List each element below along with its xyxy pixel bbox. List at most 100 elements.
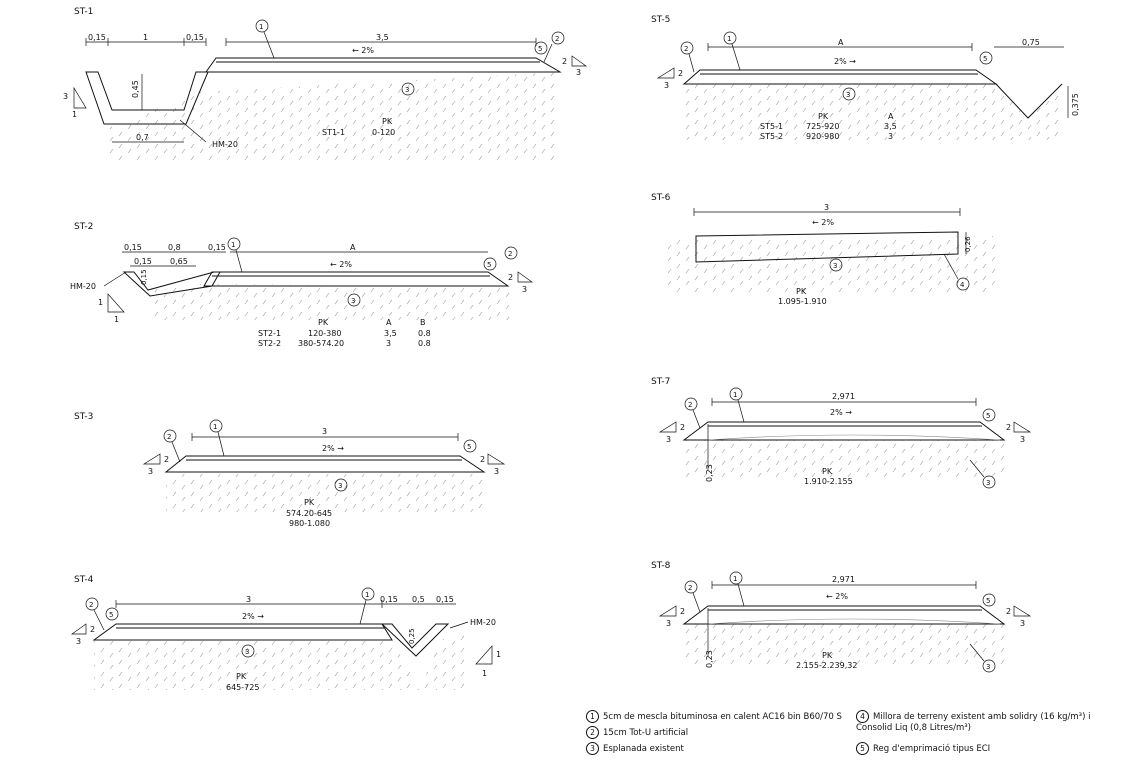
svg-text:2: 2 [562, 57, 567, 66]
st2-dim-1: 0,15 [124, 243, 142, 252]
st3-ratio-left-h: 3 [148, 467, 153, 476]
st1-callout-2: 2 [555, 35, 559, 43]
st5-dim-width: A [838, 38, 844, 47]
st2-dim-3: 0,15 [208, 243, 226, 252]
st4-ratio-left-h: 3 [76, 637, 81, 646]
st7-ratio-left-h: 3 [666, 435, 671, 444]
legend-number-4: 4 [856, 710, 869, 723]
st7-pk-1: 1.910-2.155 [804, 477, 853, 486]
st6-slope: ← 2% [812, 218, 834, 227]
st1-dim-base: 0,7 [136, 133, 149, 142]
st7-pk-header: PK [822, 467, 833, 476]
st4-dim-2: 0,5 [412, 595, 425, 604]
st7-slope: 2% → [830, 408, 852, 417]
st8-slope: ← 2% [826, 592, 848, 601]
st4-dim-1: 0,15 [380, 595, 398, 604]
svg-text:3: 3 [576, 68, 581, 77]
st7-ratio-left-v: 2 [680, 423, 685, 432]
st3-ratio-left-v: 2 [164, 455, 169, 464]
legend-text-4: Millora de terreny existent amb solidry … [856, 712, 1091, 733]
st3-callout-1: 1 [213, 423, 217, 431]
st7-dim-width: 2,971 [832, 392, 855, 401]
st8-ratio-left-h: 3 [666, 619, 671, 628]
st2-callout-3: 3 [351, 297, 355, 305]
st4-callout-2: 2 [89, 601, 93, 609]
st1-slope: ← 2% [352, 46, 374, 55]
section-st5: ST-5 A 0,75 0,375 2% → 2 3 1 2 5 3 PK A … [651, 15, 1080, 141]
st4-slope: 2% → [242, 612, 264, 621]
legend-text-3: Esplanada existent [603, 744, 684, 754]
st2-ratio-left-h: 1 [114, 315, 119, 324]
st8-callout-1: 1 [733, 575, 737, 583]
st2-slope: ← 2% [330, 260, 352, 269]
st5-table-pk: PK [818, 112, 829, 121]
st6-title: ST-6 [651, 193, 671, 203]
st5-row1-id: ST5-1 [760, 122, 783, 131]
st5-dim-ditch: 0,75 [1022, 38, 1040, 47]
st2-callout-5: 5 [487, 261, 491, 269]
st1-dim-2: 1 [143, 33, 148, 42]
st7-ratio-right-h: 3 [1020, 435, 1025, 444]
section-st6: ST-6 3 ← 2% 0,26 3 4 PK 1.095-1.910 [651, 193, 996, 306]
st8-callout-5: 5 [986, 597, 990, 605]
st8-ratio-right-v: 2 [1006, 607, 1011, 616]
st2-dim-2: 0,8 [168, 243, 181, 252]
st3-dim-width: 3 [322, 427, 327, 436]
st3-pk-1: 574.20-645 [286, 509, 332, 518]
st5-row2-a: 3 [888, 132, 893, 141]
st6-callout-3: 3 [833, 262, 837, 270]
st5-slope: 2% → [834, 57, 856, 66]
st8-pk-header: PK [822, 651, 833, 660]
st2-row2-id: ST2-2 [258, 339, 281, 348]
st4-title: ST-4 [74, 575, 94, 585]
st5-callout-1: 1 [727, 35, 731, 43]
st4-material: HM-20 [470, 618, 496, 627]
st5-callout-5: 5 [983, 55, 987, 63]
st7-callout-5: 5 [986, 412, 990, 420]
st1-callout-3: 3 [405, 86, 409, 94]
st5-ratio-left-h: 3 [664, 81, 669, 90]
legend-text-1: 5cm de mescla bituminosa en calent AC16 … [603, 712, 842, 722]
st6-pk-1: 1.095-1.910 [778, 297, 827, 306]
st1-callout-5: 5 [538, 45, 542, 53]
st8-dim-width: 2,971 [832, 575, 855, 584]
st2-title: ST-2 [74, 222, 93, 232]
st1-dim-width: 3,5 [376, 33, 389, 42]
st5-ratio-left-v: 2 [678, 69, 683, 78]
st2-ratio-left-v: 1 [98, 298, 103, 307]
st6-dim-depth: 0,26 [964, 236, 972, 252]
st5-callout-2: 2 [684, 45, 688, 53]
st7-ratio-right-v: 2 [1006, 423, 1011, 432]
st2-table-pk: PK [318, 318, 329, 327]
section-st8: ST-8 2,971 ← 2% 0,23 2 3 2 3 1 2 5 3 PK … [651, 561, 1032, 673]
st1-dim-1: 0,15 [88, 33, 106, 42]
st7-callout-1: 1 [733, 391, 737, 399]
st2-dim-width: A [350, 243, 356, 252]
st1-ratio-v: 3 [63, 92, 68, 101]
st7-title: ST-7 [651, 377, 670, 387]
st2-dim-4: 0,15 [134, 257, 152, 266]
legend-number-2: 2 [586, 726, 599, 739]
st2-dim-5: 0,65 [170, 257, 188, 266]
section-st7: ST-7 2,971 2% → 0,23 2 3 2 3 1 2 5 3 PK … [651, 377, 1032, 489]
st4-dim-depth: 0,25 [408, 628, 416, 644]
st4-ratio-right-v: 1 [496, 650, 501, 659]
st3-callout-2: 2 [167, 433, 171, 441]
st8-title: ST-8 [651, 561, 671, 571]
st1-callout-1: 1 [259, 23, 263, 31]
st5-title: ST-5 [651, 15, 670, 25]
st5-row1-pk: 725-920 [806, 122, 839, 131]
st2-material: HM-20 [70, 282, 96, 291]
st3-ratio-right-v: 2 [480, 455, 485, 464]
st4-pk-1: 645-725 [226, 683, 259, 692]
st3-pk-header: PK [304, 498, 315, 507]
st3-callout-5: 5 [467, 443, 471, 451]
st2-callout-2: 2 [508, 250, 512, 258]
st5-dim-depth: 0,375 [1071, 93, 1080, 116]
st8-ratio-left-v: 2 [680, 607, 685, 616]
